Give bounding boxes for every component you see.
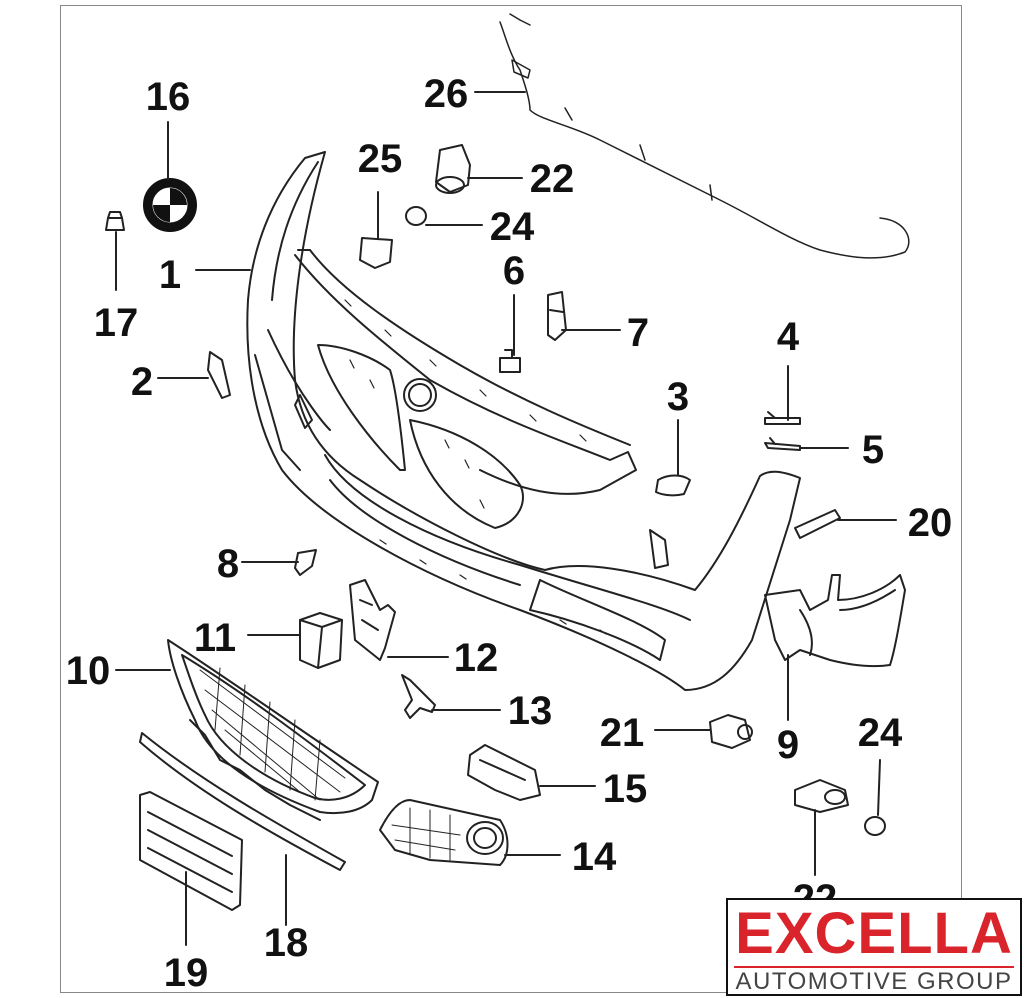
bumper-cover-part	[246, 151, 801, 691]
grommet-part-17	[105, 211, 125, 231]
wiring-harness-part-26	[499, 13, 910, 259]
bottom-strip-part-18	[139, 732, 346, 871]
logo-tagline: AUTOMOTIVE GROUP	[735, 968, 1013, 995]
callout-25: 25	[358, 137, 403, 181]
plate-base-part-19	[139, 791, 243, 911]
callout-15: 15	[603, 767, 648, 811]
mounting-bracket-part-12	[349, 579, 396, 661]
diagram-frame	[60, 5, 962, 993]
callout-18: 18	[264, 921, 309, 965]
holder-part-25	[359, 237, 393, 269]
holder-part-7	[547, 291, 567, 341]
callout-26: 26	[424, 72, 469, 116]
callout-24-bottom: 24	[858, 711, 903, 755]
ring-part-24-bottom	[864, 816, 886, 836]
park-sensor-part-22-top	[435, 144, 471, 194]
callout-22-top: 22	[530, 157, 575, 201]
park-sensor-part-22-bottom	[794, 779, 849, 813]
lower-grille-part-10	[167, 639, 379, 821]
callout-14: 14	[572, 835, 617, 879]
bracket-part-13	[401, 674, 436, 719]
callout-11: 11	[194, 616, 236, 660]
fog-bracket-part-15	[467, 744, 541, 801]
callout-5: 5	[862, 428, 884, 472]
clip-part-4	[764, 411, 801, 425]
leader-lines	[115, 91, 897, 946]
callout-2: 2	[131, 360, 153, 404]
bracket-part-6	[499, 349, 521, 373]
callout-4: 4	[777, 315, 800, 359]
callout-21: 21	[600, 711, 645, 755]
callout-labels: 1 2 3 4 5 6 7 8 9 10 11 12 13 14 15 16 1…	[66, 72, 953, 995]
callout-10: 10	[66, 649, 111, 693]
clip-part-5	[764, 437, 801, 451]
callout-3: 3	[667, 375, 689, 419]
side-trim-part-2	[207, 351, 231, 399]
lower-side-section-part-9	[764, 574, 906, 668]
clip-part-8	[294, 549, 317, 576]
callout-17: 17	[94, 301, 139, 345]
reflector-part-20	[794, 509, 841, 539]
callout-12: 12	[454, 636, 499, 680]
emblem-part-16	[143, 178, 197, 232]
sensor-part-21	[709, 714, 753, 749]
callout-9: 9	[777, 723, 799, 767]
tow-hook-cover-part-3	[655, 474, 691, 497]
ring-part-24-top	[405, 206, 427, 226]
callout-16: 16	[146, 75, 191, 119]
brand-logo: EXCELLA AUTOMOTIVE GROUP	[726, 898, 1022, 996]
callout-24-top: 24	[490, 205, 535, 249]
module-box-part-11	[299, 612, 343, 669]
fog-grille-part-14	[379, 799, 509, 866]
callout-20: 20	[908, 501, 953, 545]
callout-19: 19	[164, 951, 209, 995]
callout-7: 7	[627, 311, 649, 355]
callout-1: 1	[159, 253, 181, 297]
logo-brand-text: EXCELLA	[735, 901, 1013, 966]
callout-13: 13	[508, 689, 553, 733]
callout-8: 8	[217, 542, 239, 586]
logo-divider	[734, 966, 1014, 968]
callout-6: 6	[503, 249, 525, 293]
